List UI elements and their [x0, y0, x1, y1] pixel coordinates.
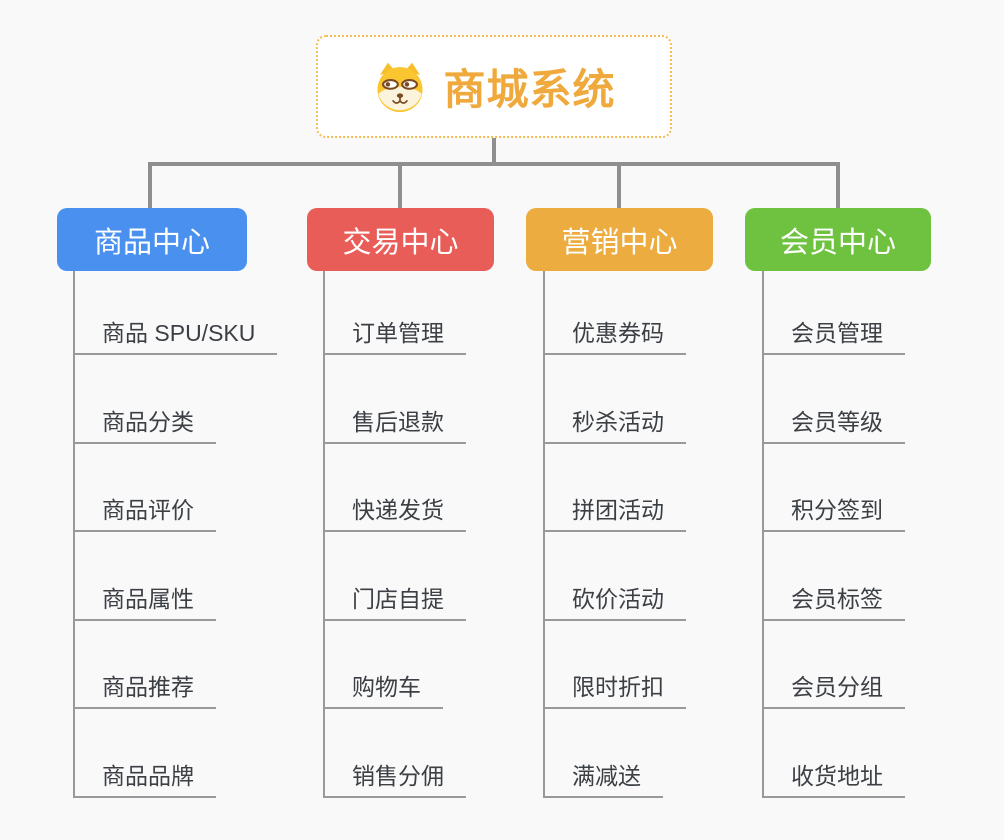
leaf-label[interactable]: 销售分佣 — [323, 757, 466, 798]
root-node-mall-system[interactable]: 商城系统 — [316, 35, 672, 138]
shiba-dog-icon — [372, 61, 428, 113]
leaf-node: 门店自提 — [323, 532, 466, 621]
branch-node-product-center[interactable]: 商品中心 — [57, 208, 247, 271]
leaf-node: 收货地址 — [762, 709, 905, 798]
leaf-label[interactable]: 砍价活动 — [543, 580, 686, 621]
leaf-label[interactable]: 商品推荐 — [73, 668, 216, 710]
leaf-label[interactable]: 收货地址 — [762, 757, 905, 798]
leaf-label[interactable]: 会员管理 — [762, 314, 905, 355]
leaf-label[interactable]: 商品评价 — [73, 491, 216, 533]
connector-leaf-spine — [543, 271, 545, 798]
connector-horizontal-line — [148, 162, 840, 166]
leaf-label[interactable]: 会员分组 — [762, 668, 905, 710]
connector-drop-line — [148, 162, 152, 210]
leaf-label[interactable]: 订单管理 — [323, 314, 466, 355]
leaf-node: 快递发货 — [323, 444, 466, 533]
leaf-label[interactable]: 门店自提 — [323, 580, 466, 621]
leaf-node: 优惠券码 — [543, 266, 686, 355]
leaf-node: 满减送 — [543, 709, 686, 798]
branch-node-marketing-center[interactable]: 营销中心 — [526, 208, 713, 271]
connector-drop-line — [617, 162, 621, 210]
branch-label: 营销中心 — [561, 226, 678, 259]
leaf-node: 购物车 — [323, 621, 466, 710]
leaf-node: 拼团活动 — [543, 444, 686, 533]
leaf-node: 会员标签 — [762, 532, 905, 621]
leaf-label[interactable]: 限时折扣 — [543, 668, 686, 710]
branch-label: 交易中心 — [342, 226, 459, 259]
leaf-node: 会员等级 — [762, 355, 905, 444]
leaf-node: 商品评价 — [73, 444, 277, 533]
branch-node-member-center[interactable]: 会员中心 — [745, 208, 931, 271]
leaf-node: 砍价活动 — [543, 532, 686, 621]
leaf-label[interactable]: 会员等级 — [762, 403, 905, 444]
leaf-node: 订单管理 — [323, 266, 466, 355]
leaf-node: 商品 SPU/SKU — [73, 266, 278, 355]
leaf-label[interactable]: 商品品牌 — [73, 757, 216, 798]
leaf-list-member-center: 会员管理 会员等级 积分签到 会员标签 会员分组 收货地址 — [762, 266, 905, 798]
leaf-label[interactable]: 购物车 — [323, 668, 443, 710]
leaf-node: 会员分组 — [762, 621, 905, 710]
leaf-node: 限时折扣 — [543, 621, 686, 710]
leaf-label[interactable]: 商品属性 — [73, 580, 216, 621]
connector-leaf-spine — [762, 271, 764, 798]
leaf-node: 商品分类 — [73, 355, 277, 444]
connector-drop-line — [836, 162, 840, 210]
leaf-node: 商品属性 — [73, 532, 277, 621]
leaf-label[interactable]: 商品分类 — [73, 403, 216, 444]
connector-drop-line — [398, 162, 402, 210]
branch-label: 会员中心 — [779, 226, 896, 259]
leaf-node: 秒杀活动 — [543, 355, 686, 444]
root-node-title: 商城系统 — [443, 66, 616, 113]
leaf-label[interactable]: 优惠券码 — [543, 314, 686, 355]
leaf-label[interactable]: 积分签到 — [762, 491, 905, 533]
leaf-node: 会员管理 — [762, 266, 905, 355]
leaf-node: 销售分佣 — [323, 709, 466, 798]
connector-leaf-spine — [323, 271, 325, 798]
leaf-list-trade-center: 订单管理 售后退款 快递发货 门店自提 购物车 销售分佣 — [323, 266, 466, 798]
leaf-node: 商品推荐 — [73, 621, 277, 710]
leaf-label[interactable]: 秒杀活动 — [543, 403, 686, 444]
leaf-node: 售后退款 — [323, 355, 466, 444]
connector-leaf-spine — [73, 271, 75, 798]
branch-label: 商品中心 — [93, 226, 210, 259]
leaf-node: 商品品牌 — [73, 709, 277, 798]
leaf-list-product-center: 商品 SPU/SKU 商品分类 商品评价 商品属性 商品推荐 商品品牌 — [73, 266, 278, 798]
leaf-label[interactable]: 快递发货 — [323, 491, 466, 533]
leaf-label[interactable]: 会员标签 — [762, 580, 905, 621]
leaf-label[interactable]: 售后退款 — [323, 403, 466, 444]
branch-node-trade-center[interactable]: 交易中心 — [307, 208, 494, 271]
leaf-node: 积分签到 — [762, 444, 905, 533]
leaf-list-marketing-center: 优惠券码 秒杀活动 拼团活动 砍价活动 限时折扣 满减送 — [543, 266, 686, 798]
leaf-label[interactable]: 满减送 — [543, 757, 663, 798]
connector-root-stub — [492, 138, 496, 164]
leaf-label[interactable]: 拼团活动 — [543, 491, 686, 533]
leaf-label[interactable]: 商品 SPU/SKU — [73, 314, 278, 355]
